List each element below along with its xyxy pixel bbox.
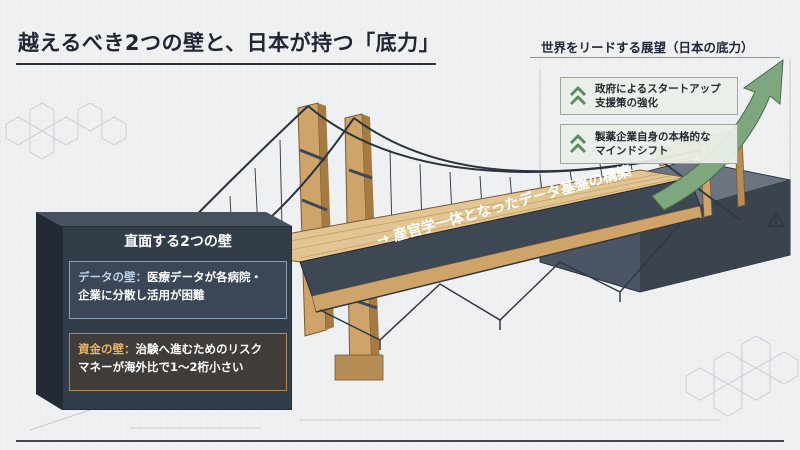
vision-item-line: 支援策の強化 [595,97,658,109]
vision-item-line: マインドシフト [595,145,669,157]
money-wall-card: 資金の壁：治験へ進むためのリスク マネーが海外比で1〜2桁小さい [69,333,287,391]
wall-text: 治験へ進むためのリスク [135,342,263,356]
hexagon-pattern-left [5,102,127,160]
vision-title-line [530,57,780,58]
bridge-truss [315,217,701,350]
vision-item-text: 政府によるスタートアップ 支援策の強化 [595,82,721,110]
double-chevron-up-icon [569,86,587,106]
vision-item: 製薬企業自身の本格的な マインドシフト [560,124,738,164]
wall-heading: 資金の壁： [78,342,136,356]
data-wall-card: データの壁：医療データが各病院・ 企業に分散し活用が困難 [69,261,287,319]
vision-title: 世界をリードする展望（日本の底力） [541,40,754,55]
vision-item-line: 製薬企業自身の本格的な [595,131,711,143]
wall-text: 医療データが各病院・ [147,270,262,284]
page-title: 越えるべき2つの壁と、日本が持つ「底力」 [18,31,441,55]
vision-item-line: 政府によるスタートアップ [595,83,721,95]
blueprint-lines [29,60,791,431]
vision-item-text: 製薬企業自身の本格的な マインドシフト [595,130,711,158]
warning-sign-icon [766,210,786,227]
wall-heading: データの壁： [78,270,147,284]
wall-text: 企業に分散し活用が困難 [78,288,205,302]
wall-text: マネーが海外比で1〜2桁小さい [78,360,244,374]
hanger-cables [204,139,633,241]
hexagon-pattern-right [685,335,799,417]
title-underline [16,63,436,65]
vision-item: 政府によるスタートアップ 支援策の強化 [560,77,738,115]
walls-title: 直面する2つの壁 [124,234,232,250]
walls-panel: 直面する2つの壁 データの壁：医療データが各病院・ 企業に分散し活用が困難 資金… [62,226,292,410]
bottom-rule [16,440,784,442]
double-chevron-up-icon [569,134,587,154]
